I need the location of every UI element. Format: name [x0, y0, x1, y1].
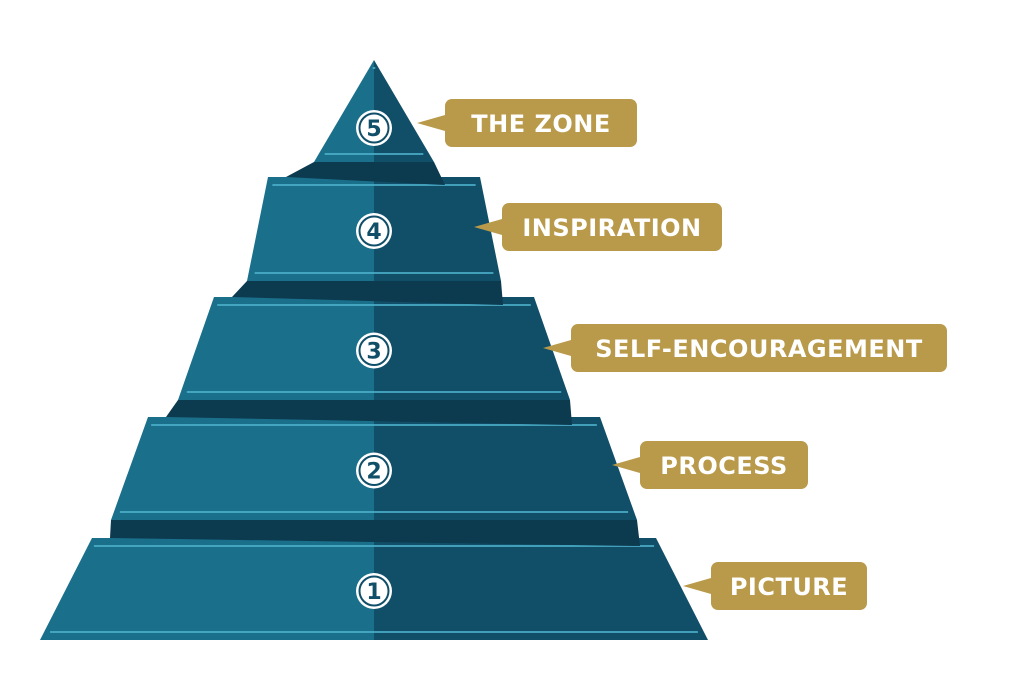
level-number-badge: [356, 332, 392, 369]
tier-shadow: [286, 162, 445, 185]
pyramid-tier-3: 3: [166, 297, 572, 425]
level-labels: THE ZONE INSPIRATION SELF-ENCOURAGEMENT PRO…: [417, 99, 947, 610]
label-box: [640, 441, 808, 489]
level-number-badge: [356, 573, 392, 609]
label-box: [502, 203, 722, 251]
tier-shadow: [166, 400, 572, 425]
level-label-2: PROCESS: [612, 441, 808, 489]
label-box: [711, 562, 867, 610]
pyramid-tier-5: 5: [286, 60, 445, 185]
pyramid-tier-1: 1: [40, 538, 708, 640]
level-number: 2: [366, 460, 381, 485]
level-label-5: THE ZONE: [417, 99, 637, 147]
pyramid-tiers: 1 2 3 4 5: [40, 60, 708, 640]
label-pointer-arrow: [474, 219, 502, 235]
tier-shadow: [232, 281, 503, 305]
tier-right-face: [374, 177, 501, 281]
label-text: THE ZONE: [471, 110, 611, 138]
label-box: [571, 324, 947, 372]
label-pointer-arrow: [417, 115, 445, 131]
level-number-ring: [358, 112, 390, 144]
tier-left-face: [40, 538, 374, 640]
level-label-3: SELF-ENCOURAGEMENT: [543, 324, 947, 372]
tier-right-face: [374, 60, 434, 162]
tier-shadow: [110, 520, 640, 546]
pyramid-tier-2: 2: [110, 417, 640, 546]
level-number-badge: [356, 213, 392, 249]
level-number-ring: [358, 455, 390, 486]
level-label-1: PICTURE: [683, 562, 867, 610]
level-number: 1: [366, 580, 381, 605]
label-text: INSPIRATION: [522, 214, 701, 242]
label-pointer-arrow: [612, 457, 640, 473]
level-number: 4: [366, 220, 381, 245]
pyramid-tier-4: 4: [232, 177, 503, 305]
tier-left-face: [178, 297, 374, 400]
level-number: 3: [366, 340, 381, 365]
tier-right-face: [374, 297, 570, 400]
level-number-badge: [356, 452, 392, 489]
level-number-ring: [358, 215, 390, 247]
level-number-badge: [356, 110, 392, 146]
level-number-ring: [358, 575, 390, 607]
level-number-ring: [358, 335, 390, 366]
level-number: 5: [366, 117, 381, 142]
tier-left-face: [247, 177, 374, 281]
tier-right-face: [374, 417, 637, 520]
label-text: SELF-ENCOURAGEMENT: [595, 335, 923, 363]
tier-left-face: [314, 60, 374, 162]
tier-left-face: [111, 417, 374, 520]
tier-right-face: [374, 538, 708, 640]
label-pointer-arrow: [543, 340, 571, 356]
level-label-4: INSPIRATION: [474, 203, 722, 251]
label-box: [445, 99, 637, 147]
label-text: PICTURE: [730, 573, 848, 601]
label-pointer-arrow: [683, 578, 711, 594]
label-text: PROCESS: [660, 452, 787, 480]
